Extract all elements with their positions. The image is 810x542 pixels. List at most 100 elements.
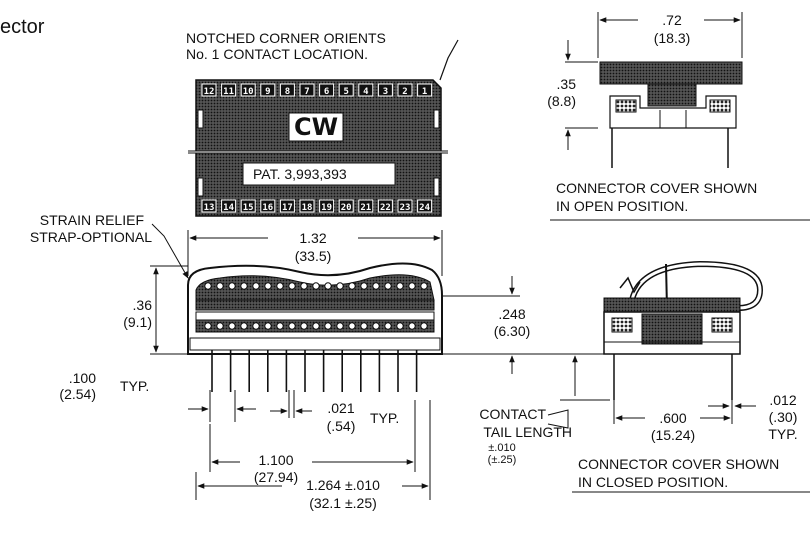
chain-link bbox=[204, 322, 212, 330]
top-pin-number: 6 bbox=[324, 87, 329, 97]
chain-link bbox=[216, 282, 224, 290]
top-pin-box bbox=[377, 83, 393, 97]
closed-view bbox=[572, 260, 810, 493]
chain-link bbox=[276, 322, 284, 330]
bottom-pin-number: 23 bbox=[400, 203, 411, 213]
chain-link bbox=[324, 282, 332, 290]
top-pin-box bbox=[240, 83, 256, 97]
pin-width-typ: TYP. bbox=[370, 410, 400, 426]
chain-link bbox=[276, 282, 284, 290]
top-pin-number: 8 bbox=[285, 87, 290, 97]
chain-link bbox=[336, 322, 344, 330]
top-pin-box bbox=[417, 83, 433, 97]
logo-box bbox=[288, 112, 344, 142]
side-pins bbox=[211, 350, 418, 392]
chain-link bbox=[288, 322, 296, 330]
open-height-mm: (8.8) bbox=[547, 93, 576, 109]
chain-link bbox=[240, 282, 248, 290]
chain-link bbox=[228, 322, 236, 330]
chain-link bbox=[384, 282, 392, 290]
chain-link bbox=[348, 322, 356, 330]
open-view bbox=[550, 12, 810, 221]
length-in: 1.32 bbox=[299, 230, 327, 246]
page-title-fragment: ector bbox=[0, 16, 45, 38]
chain-link bbox=[408, 282, 416, 290]
chain-link bbox=[384, 322, 392, 330]
chain-link bbox=[300, 322, 308, 330]
bottom-pin-box bbox=[397, 199, 413, 213]
top-pin-number: 10 bbox=[243, 87, 254, 97]
top-pin-box bbox=[338, 83, 354, 97]
patent-label: PAT. 3,993,393 bbox=[253, 166, 347, 182]
body-height-mm: (6.30) bbox=[493, 323, 531, 339]
chain-link bbox=[372, 282, 380, 290]
bottom-pin-number: 21 bbox=[360, 203, 371, 213]
bottom-pin-box bbox=[201, 199, 217, 213]
chain-link bbox=[216, 322, 224, 330]
length-mm: (33.5) bbox=[294, 248, 332, 264]
row-spacing-mm: (15.24) bbox=[650, 427, 696, 443]
chain-link bbox=[372, 322, 380, 330]
height-mm: (9.1) bbox=[123, 314, 152, 330]
top-pin-box bbox=[299, 83, 315, 97]
bottom-pin-number: 22 bbox=[380, 203, 391, 213]
bottom-pin-box bbox=[358, 199, 374, 213]
top-pin-box bbox=[260, 83, 276, 97]
contact-tail-tol-in: ±.010 bbox=[488, 442, 516, 454]
bottom-pin-box bbox=[338, 199, 354, 213]
top-pin-box bbox=[221, 83, 237, 97]
chain-link bbox=[252, 282, 260, 290]
top-pin-number: 3 bbox=[383, 87, 388, 97]
bottom-pin-box bbox=[417, 199, 433, 213]
chain-link bbox=[408, 322, 416, 330]
side-view bbox=[150, 223, 610, 500]
closed-caption-line1: CONNECTOR COVER SHOWN bbox=[578, 456, 780, 472]
bottom-pin-box bbox=[240, 199, 256, 213]
open-caption-line1: CONNECTOR COVER SHOWN bbox=[556, 180, 758, 196]
top-pin-number: 4 bbox=[363, 87, 369, 97]
bottom-pin-number: 18 bbox=[302, 203, 313, 213]
overall-mm: (32.1 ±.25) bbox=[309, 495, 377, 511]
bottom-pin-box bbox=[221, 199, 237, 213]
bottom-pin-box bbox=[279, 199, 295, 213]
body-height-in: .248 bbox=[498, 306, 526, 322]
open-width-mm: (18.3) bbox=[653, 30, 691, 46]
chain-link bbox=[204, 282, 212, 290]
closed-caption-line2: IN CLOSED POSITION. bbox=[578, 474, 729, 490]
contact-chain bbox=[204, 282, 428, 330]
chain-link bbox=[252, 322, 260, 330]
top-pin-number: 5 bbox=[343, 87, 348, 97]
chain-link bbox=[348, 282, 356, 290]
chain-link bbox=[360, 322, 368, 330]
chain-link bbox=[312, 282, 320, 290]
top-pin-number: 1 bbox=[422, 87, 427, 97]
pitch-in: .100 bbox=[68, 370, 96, 386]
notch-note-line1: NOTCHED CORNER ORIENTS bbox=[186, 30, 386, 46]
top-pin-box bbox=[397, 83, 413, 97]
chain-link bbox=[396, 282, 404, 290]
bottom-pin-number: 14 bbox=[223, 203, 234, 213]
open-width-in: .72 bbox=[662, 12, 682, 28]
top-pin-number: 11 bbox=[223, 87, 234, 97]
bottom-pin-number: 20 bbox=[341, 203, 352, 213]
pin-width-in: .021 bbox=[327, 400, 355, 416]
bottom-pin-number: 13 bbox=[204, 203, 215, 213]
chain-link bbox=[264, 282, 272, 290]
strain-relief-line2: STRAP-OPTIONAL bbox=[29, 229, 152, 245]
pitch-mm: (2.54) bbox=[59, 386, 96, 402]
chain-link bbox=[240, 322, 248, 330]
strain-relief-line1: STRAIN RELIEF bbox=[39, 212, 144, 228]
chain-link bbox=[228, 282, 236, 290]
bottom-pin-number: 16 bbox=[262, 203, 273, 213]
notch-leader bbox=[439, 39, 459, 81]
chain-link bbox=[312, 322, 320, 330]
bottom-pin-number: 24 bbox=[419, 203, 430, 213]
open-height-in: .35 bbox=[556, 76, 576, 92]
top-body bbox=[195, 79, 442, 217]
open-base bbox=[609, 95, 737, 129]
top-pin-number: 9 bbox=[265, 87, 270, 97]
span-in: 1.100 bbox=[258, 452, 294, 468]
